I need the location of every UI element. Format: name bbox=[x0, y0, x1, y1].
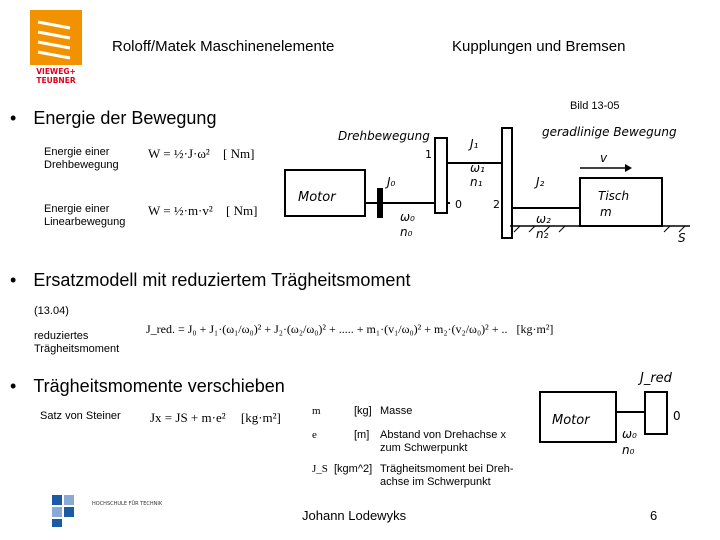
school-logo-icon: HOCHSCHULE FÜR TECHNIK bbox=[52, 495, 163, 527]
formula-text: J_red. = J₀ + J₁·(ω₁/ω₀)² + J₂·(ω₂/ω₀)² … bbox=[146, 322, 508, 336]
bullet-mark: • bbox=[10, 270, 17, 290]
motor-box bbox=[539, 391, 617, 443]
formula-text: Jx = JS + m·e² bbox=[150, 410, 226, 425]
page-number: 6 bbox=[650, 508, 658, 523]
heading-text: Ersatzmodell mit reduziertem Trägheitsmo… bbox=[33, 270, 411, 290]
formula-unit: [kg·m²] bbox=[516, 322, 554, 336]
velocity-arrowhead bbox=[625, 164, 632, 172]
section-heading-steiner: • Trägheitsmomente verschieben bbox=[10, 376, 285, 397]
reduced-model-diagram: J_red Motor 0 ω₀ n₀ bbox=[539, 371, 681, 457]
label-J2: J₂ bbox=[534, 175, 545, 189]
svg-text:VIEWEG+: VIEWEG+ bbox=[36, 67, 76, 76]
mass-label: m bbox=[600, 205, 612, 219]
label-stage-1: 1 bbox=[425, 148, 432, 161]
legend-desc-2: zum Schwerpunkt bbox=[380, 442, 468, 454]
rot-label-line2: Drehbewegung bbox=[44, 159, 119, 171]
label-omega1: ω₁ bbox=[470, 161, 485, 175]
legend-desc: Abstand von Drehachse x bbox=[380, 429, 506, 441]
label-omega0: ω₀ bbox=[400, 210, 415, 224]
legend-symbol: m bbox=[312, 405, 321, 417]
section-heading-reduced: • Ersatzmodell mit reduziertem Trägheits… bbox=[10, 270, 410, 291]
figure-reference: Bild 13-05 bbox=[570, 100, 620, 112]
heading-text: Trägheitsmomente verschieben bbox=[33, 376, 285, 396]
gear-j1 bbox=[434, 137, 448, 214]
legend-unit: [kg] bbox=[354, 405, 372, 417]
label-geradlinige: geradlinige Bewegung bbox=[542, 125, 677, 139]
label-rpm1: n₁ bbox=[470, 175, 483, 189]
rot-label-line1: Energie einer bbox=[44, 146, 110, 158]
publisher-logo-icon: VIEWEG+ TEUBNER bbox=[30, 10, 82, 85]
reduced-formula: J_red. = J₀ + J₁·(ω₁/ω₀)² + J₂·(ω₂/ω₀)² … bbox=[146, 322, 553, 337]
legend-desc-2: achse im Schwerpunkt bbox=[380, 476, 491, 488]
bullet-mark: • bbox=[10, 376, 17, 396]
legend-desc: Trägheitsmoment bei Dreh- bbox=[380, 463, 514, 475]
legend-symbol: e bbox=[312, 429, 317, 441]
formula-unit: [ Nm] bbox=[223, 146, 255, 161]
legend-unit: [kgm^2] bbox=[334, 463, 373, 475]
lin-label-line1: Energie einer bbox=[44, 203, 110, 215]
legend-symbol: J_S bbox=[312, 463, 328, 475]
lin-energy-label: Energie einer Linearbewegung bbox=[44, 203, 125, 229]
legend-unit: [m] bbox=[354, 429, 370, 441]
label-stage-0: 0 bbox=[673, 409, 681, 423]
drive-diagram: Drehbewegung geradlinige Bewegung Motor … bbox=[284, 125, 690, 245]
reduced-label: reduziertes Trägheitsmoment bbox=[34, 330, 119, 356]
heading-text: Energie der Bewegung bbox=[33, 108, 217, 128]
svg-text:HOCHSCHULE FÜR TECHNIK: HOCHSCHULE FÜR TECHNIK bbox=[92, 500, 163, 507]
rot-energy-formula: W = ½·J·ω² [ Nm] bbox=[148, 146, 254, 162]
gear-j2 bbox=[501, 127, 513, 239]
lin-energy-formula: W = ½·m·v² [ Nm] bbox=[148, 203, 257, 219]
label-stage-0: 0 bbox=[455, 198, 462, 211]
label-J1: J₁ bbox=[468, 137, 479, 151]
label-S: S bbox=[678, 231, 686, 245]
rot-energy-label: Energie einer Drehbewegung bbox=[44, 146, 119, 172]
label-omega2: ω₂ bbox=[536, 212, 551, 226]
section-heading-energy: • Energie der Bewegung bbox=[10, 108, 216, 129]
svg-text:TEUBNER: TEUBNER bbox=[36, 76, 75, 85]
flywheel-jred bbox=[644, 391, 668, 435]
steiner-label: Satz von Steiner bbox=[40, 410, 121, 422]
label-J0: J₀ bbox=[385, 175, 396, 189]
publisher-logo: VIEWEG+ TEUBNER bbox=[30, 10, 85, 85]
steiner-formula: Jx = JS + m·e² [kg·m²] bbox=[150, 410, 281, 426]
label-rpm0: n₀ bbox=[622, 443, 635, 457]
bullet-mark: • bbox=[10, 108, 17, 128]
motor-label: Motor bbox=[298, 190, 337, 205]
rail-hatching bbox=[513, 225, 686, 233]
label-v: v bbox=[600, 151, 608, 165]
equation-number: (13.04) bbox=[34, 305, 69, 317]
formula-unit: [ Nm] bbox=[226, 203, 258, 218]
header-title-left: Roloff/Matek Maschinenelemente bbox=[112, 38, 335, 55]
footer-author: Johann Lodewyks bbox=[302, 508, 407, 523]
label-Jred: J_red bbox=[637, 371, 673, 386]
lin-label-line2: Linearbewegung bbox=[44, 216, 126, 228]
formula-text: W = ½·m·v² bbox=[148, 203, 213, 218]
label-omega0: ω₀ bbox=[622, 427, 637, 441]
reduced-label-line2: Trägheitsmoment bbox=[34, 343, 120, 355]
school-logo: HOCHSCHULE FÜR TECHNIK bbox=[52, 493, 182, 534]
label-drehbewegung: Drehbewegung bbox=[338, 129, 430, 143]
label-rpm0: n₀ bbox=[400, 225, 413, 239]
motor-label: Motor bbox=[552, 413, 591, 428]
label-stage-2: 2 bbox=[493, 198, 500, 211]
formula-unit: [kg·m²] bbox=[240, 410, 281, 425]
legend-desc: Masse bbox=[380, 405, 413, 417]
reduced-label-line1: reduziertes bbox=[34, 330, 89, 342]
motor-box bbox=[284, 169, 366, 217]
header-title-right: Kupplungen und Bremsen bbox=[452, 38, 626, 55]
formula-text: W = ½·J·ω² bbox=[148, 146, 210, 161]
table-label: Tisch bbox=[598, 189, 629, 203]
